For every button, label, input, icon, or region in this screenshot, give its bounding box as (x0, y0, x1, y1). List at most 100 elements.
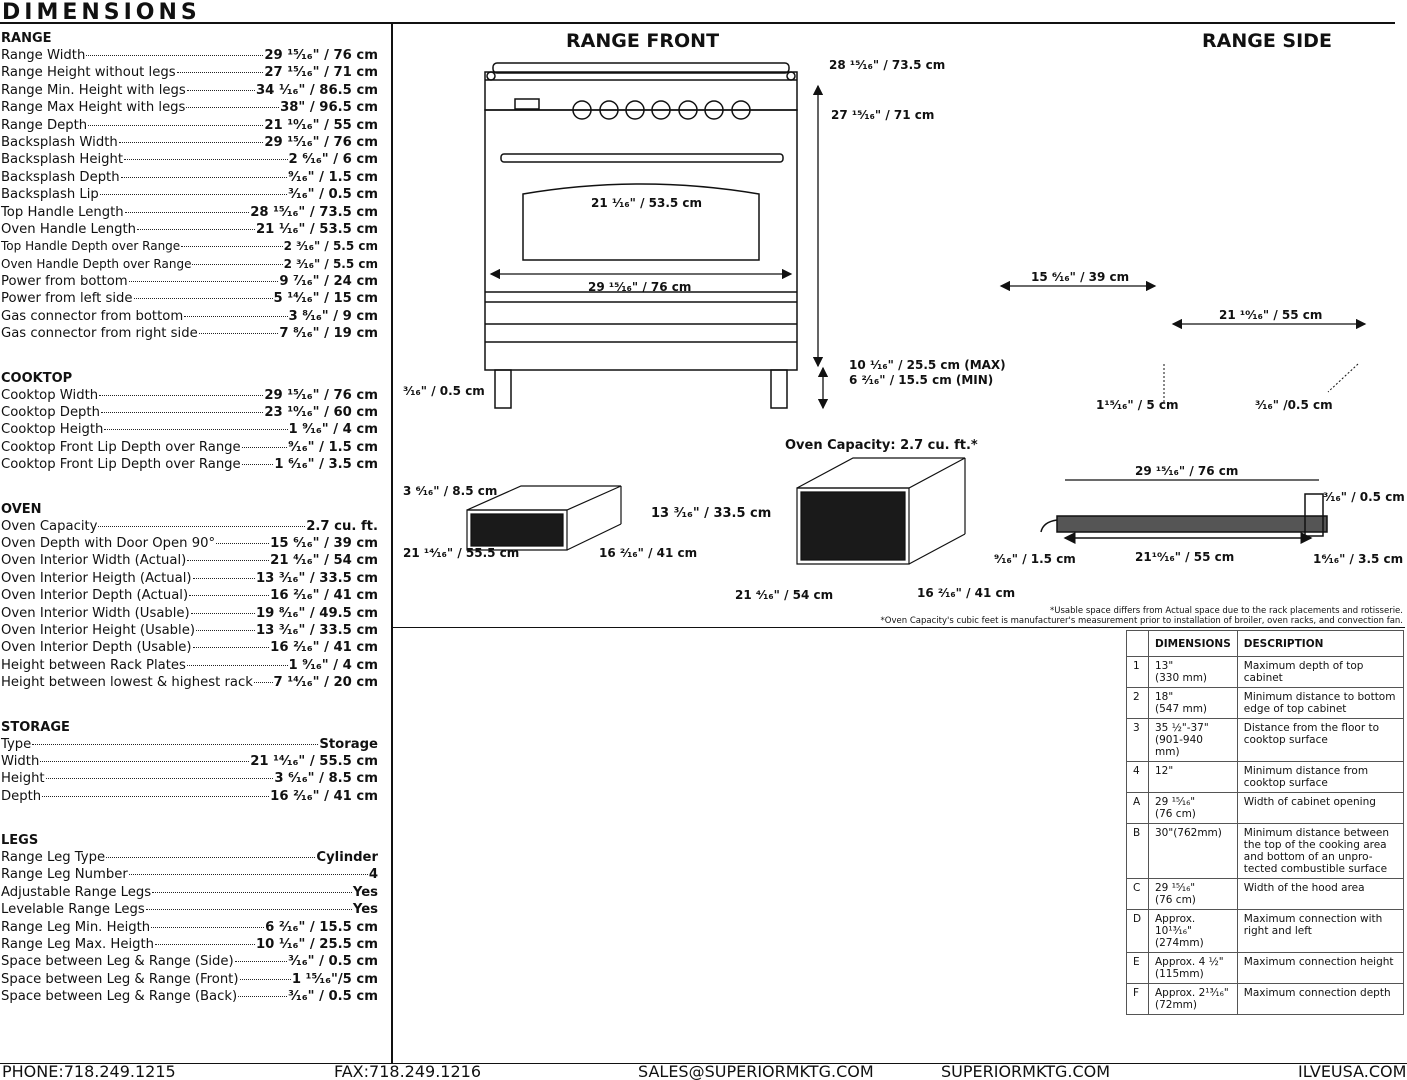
leader-dots (120, 176, 288, 178)
spec-row: Space between Leg & Range (Side) ³⁄₁₆" / … (1, 953, 378, 970)
spec-label: Range Leg Max. Heigth (1, 937, 155, 953)
oven-width-label: 21 ⁴⁄₁₆" / 54 cm (735, 588, 834, 602)
spec-label: Oven Interior Height (Usable) (1, 622, 195, 638)
spec-row: Range Leg Type Cylinder (1, 849, 378, 866)
leader-dots (137, 228, 255, 230)
spec-value: Yes (352, 902, 378, 918)
footer-website[interactable]: SUPERIORMKTG.COM (941, 1062, 1111, 1080)
table-cell-id: A (1126, 792, 1149, 824)
table-cell-id: D (1126, 909, 1149, 953)
spec-label: Range Min. Height with legs (1, 82, 186, 98)
spec-value: 34 ¹⁄₁₆" / 86.5 cm (255, 82, 378, 98)
diagram-area: RANGE FRONT RANGE SIDE 28 ¹⁵⁄₁₆" / 73.5 … (393, 24, 1405, 627)
oven-handle-label: 21 ¹⁄₁₆" / 53.5 cm (591, 196, 703, 210)
spec-label: Gas connector from right side (1, 326, 198, 342)
storage-height-label: 3 ⁶⁄₁₆" / 8.5 cm (403, 484, 498, 498)
spec-value: 21 ¹⁰⁄₁₆" / 55 cm (264, 117, 378, 133)
spec-value: 2 ³⁄₁₆" / 5.5 cm (283, 239, 378, 254)
footer-ilve-website[interactable]: ILVEUSA.COM (1298, 1062, 1407, 1080)
spec-row: Oven Interior Depth (Actual)16 ²⁄₁₆" / 4… (1, 587, 378, 604)
side-leg-guides (1163, 363, 1359, 402)
leader-dots (234, 961, 288, 963)
spec-value: 1 ⁹⁄₁₆" / 4 cm (288, 657, 379, 673)
section-gap (1, 474, 378, 501)
range-front-drawing (484, 62, 798, 409)
table-cell-id: B (1126, 823, 1149, 879)
oven-capacity-label: Oven Capacity: 2.7 cu. ft.* (785, 438, 978, 453)
spec-value: Storage (319, 736, 378, 752)
top-front-label: ⁹⁄₁₆" / 1.5 cm (994, 552, 1076, 566)
spec-row: Space between Leg & Range (Back)³⁄₁₆" / … (1, 988, 378, 1005)
spec-row: Cooktop Width 29 ¹⁵⁄₁₆" / 76 cm (1, 387, 378, 404)
spec-value: Cylinder (316, 850, 378, 866)
oven-window (522, 183, 760, 261)
spec-value: 13 ³⁄₁₆" / 33.5 cm (255, 622, 378, 638)
spec-value: 27 ¹⁵⁄₁₆" / 71 cm (264, 65, 378, 81)
spec-value: 5 ¹⁴⁄₁₆" / 15 cm (273, 291, 378, 307)
spec-label: Oven Interior Depth (Actual) (1, 588, 189, 604)
spec-value: ⁹⁄₁₆" / 1.5 cm (288, 169, 378, 185)
oven-depth-label: 16 ²⁄₁₆" / 41 cm (917, 586, 1016, 600)
table-cell-dimension: 29 ¹⁵⁄₁₆" (76 cm) (1148, 792, 1238, 824)
leader-dots (98, 525, 306, 527)
spec-value: ³⁄₁₆" / 0.5 cm (288, 954, 378, 970)
range-body (484, 109, 798, 371)
spec-label: Type (1, 736, 32, 752)
section-title: RANGE (1, 31, 52, 46)
leader-dots (192, 577, 255, 579)
table-cell-description: Maximum connection with right and left (1236, 909, 1405, 953)
side-leg-label: 1¹⁵⁄₁₆" / 5 cm (1096, 398, 1179, 412)
footer-fax: FAX:718.249.1216 (334, 1062, 481, 1080)
width-label: 29 ¹⁵⁄₁₆" / 76 cm (588, 280, 692, 294)
footer-rule (0, 1063, 1407, 1064)
table-cell-id: 3 (1126, 718, 1149, 762)
spec-value: 2.7 cu. ft. (306, 518, 378, 534)
table-cell-dimension: Approx. 10¹³⁄₁₆" (274mm) (1148, 909, 1238, 953)
spec-value: 16 ²⁄₁₆" / 41 cm (270, 788, 378, 804)
diagram-drawing (466, 62, 1367, 565)
spec-label: Range Leg Type (1, 850, 106, 866)
spec-value: 23 ¹⁰⁄₁₆" / 60 cm (264, 405, 378, 421)
spec-label: Cooktop Width (1, 387, 99, 403)
spec-label: Space between Leg & Range (Side) (1, 954, 234, 970)
table-cell-id: 4 (1126, 761, 1149, 793)
leader-dots (186, 89, 255, 91)
footer-email[interactable]: SALES@SUPERIORMKTG.COM (638, 1062, 874, 1080)
spec-row: Oven Interior Height (Usable) 13 ³⁄₁₆" / … (1, 622, 378, 639)
leader-dots (239, 978, 291, 980)
table-cell-description: Maximum connection height (1236, 952, 1405, 984)
leader-dots (155, 944, 255, 946)
leader-dots (128, 281, 279, 283)
leader-dots (104, 429, 288, 431)
section-title: STORAGE (1, 719, 70, 735)
spec-label: Cooktop Front Lip Depth over Range (1, 457, 241, 473)
spec-label: Depth (1, 788, 42, 804)
spec-label: Top Handle Length (1, 204, 124, 220)
table-cell-id: 1 (1126, 656, 1149, 688)
spec-value: 21 ⁴⁄₁₆" / 54 cm (270, 553, 378, 569)
spec-value: 21 ¹⁴⁄₁₆" / 55.5 cm (250, 753, 378, 769)
spec-value: 4 (368, 867, 378, 883)
table-cell-description: Width of cabinet opening (1236, 792, 1405, 824)
table-cell-dimension: Approx. 4 ½" (115mm) (1148, 952, 1238, 984)
storage-drawer (466, 485, 622, 551)
spec-row: Range Min. Height with legs 34 ¹⁄₁₆" / 86… (1, 82, 378, 99)
spec-value: 7 ¹⁴⁄₁₆" / 20 cm (273, 675, 378, 691)
footer: PHONE:718.249.1215 FAX:718.249.1216 SALE… (0, 1062, 1407, 1080)
table-cell-dimension: 29 ¹⁵⁄₁₆" (76 cm) (1148, 878, 1238, 910)
spec-value: 10 ¹⁄₁₆" / 25.5 cm (255, 937, 378, 953)
spec-value: 29 ¹⁵⁄₁₆" / 76 cm (264, 387, 378, 403)
side-door-label: 15 ⁶⁄₁₆" / 39 cm (1031, 270, 1130, 284)
